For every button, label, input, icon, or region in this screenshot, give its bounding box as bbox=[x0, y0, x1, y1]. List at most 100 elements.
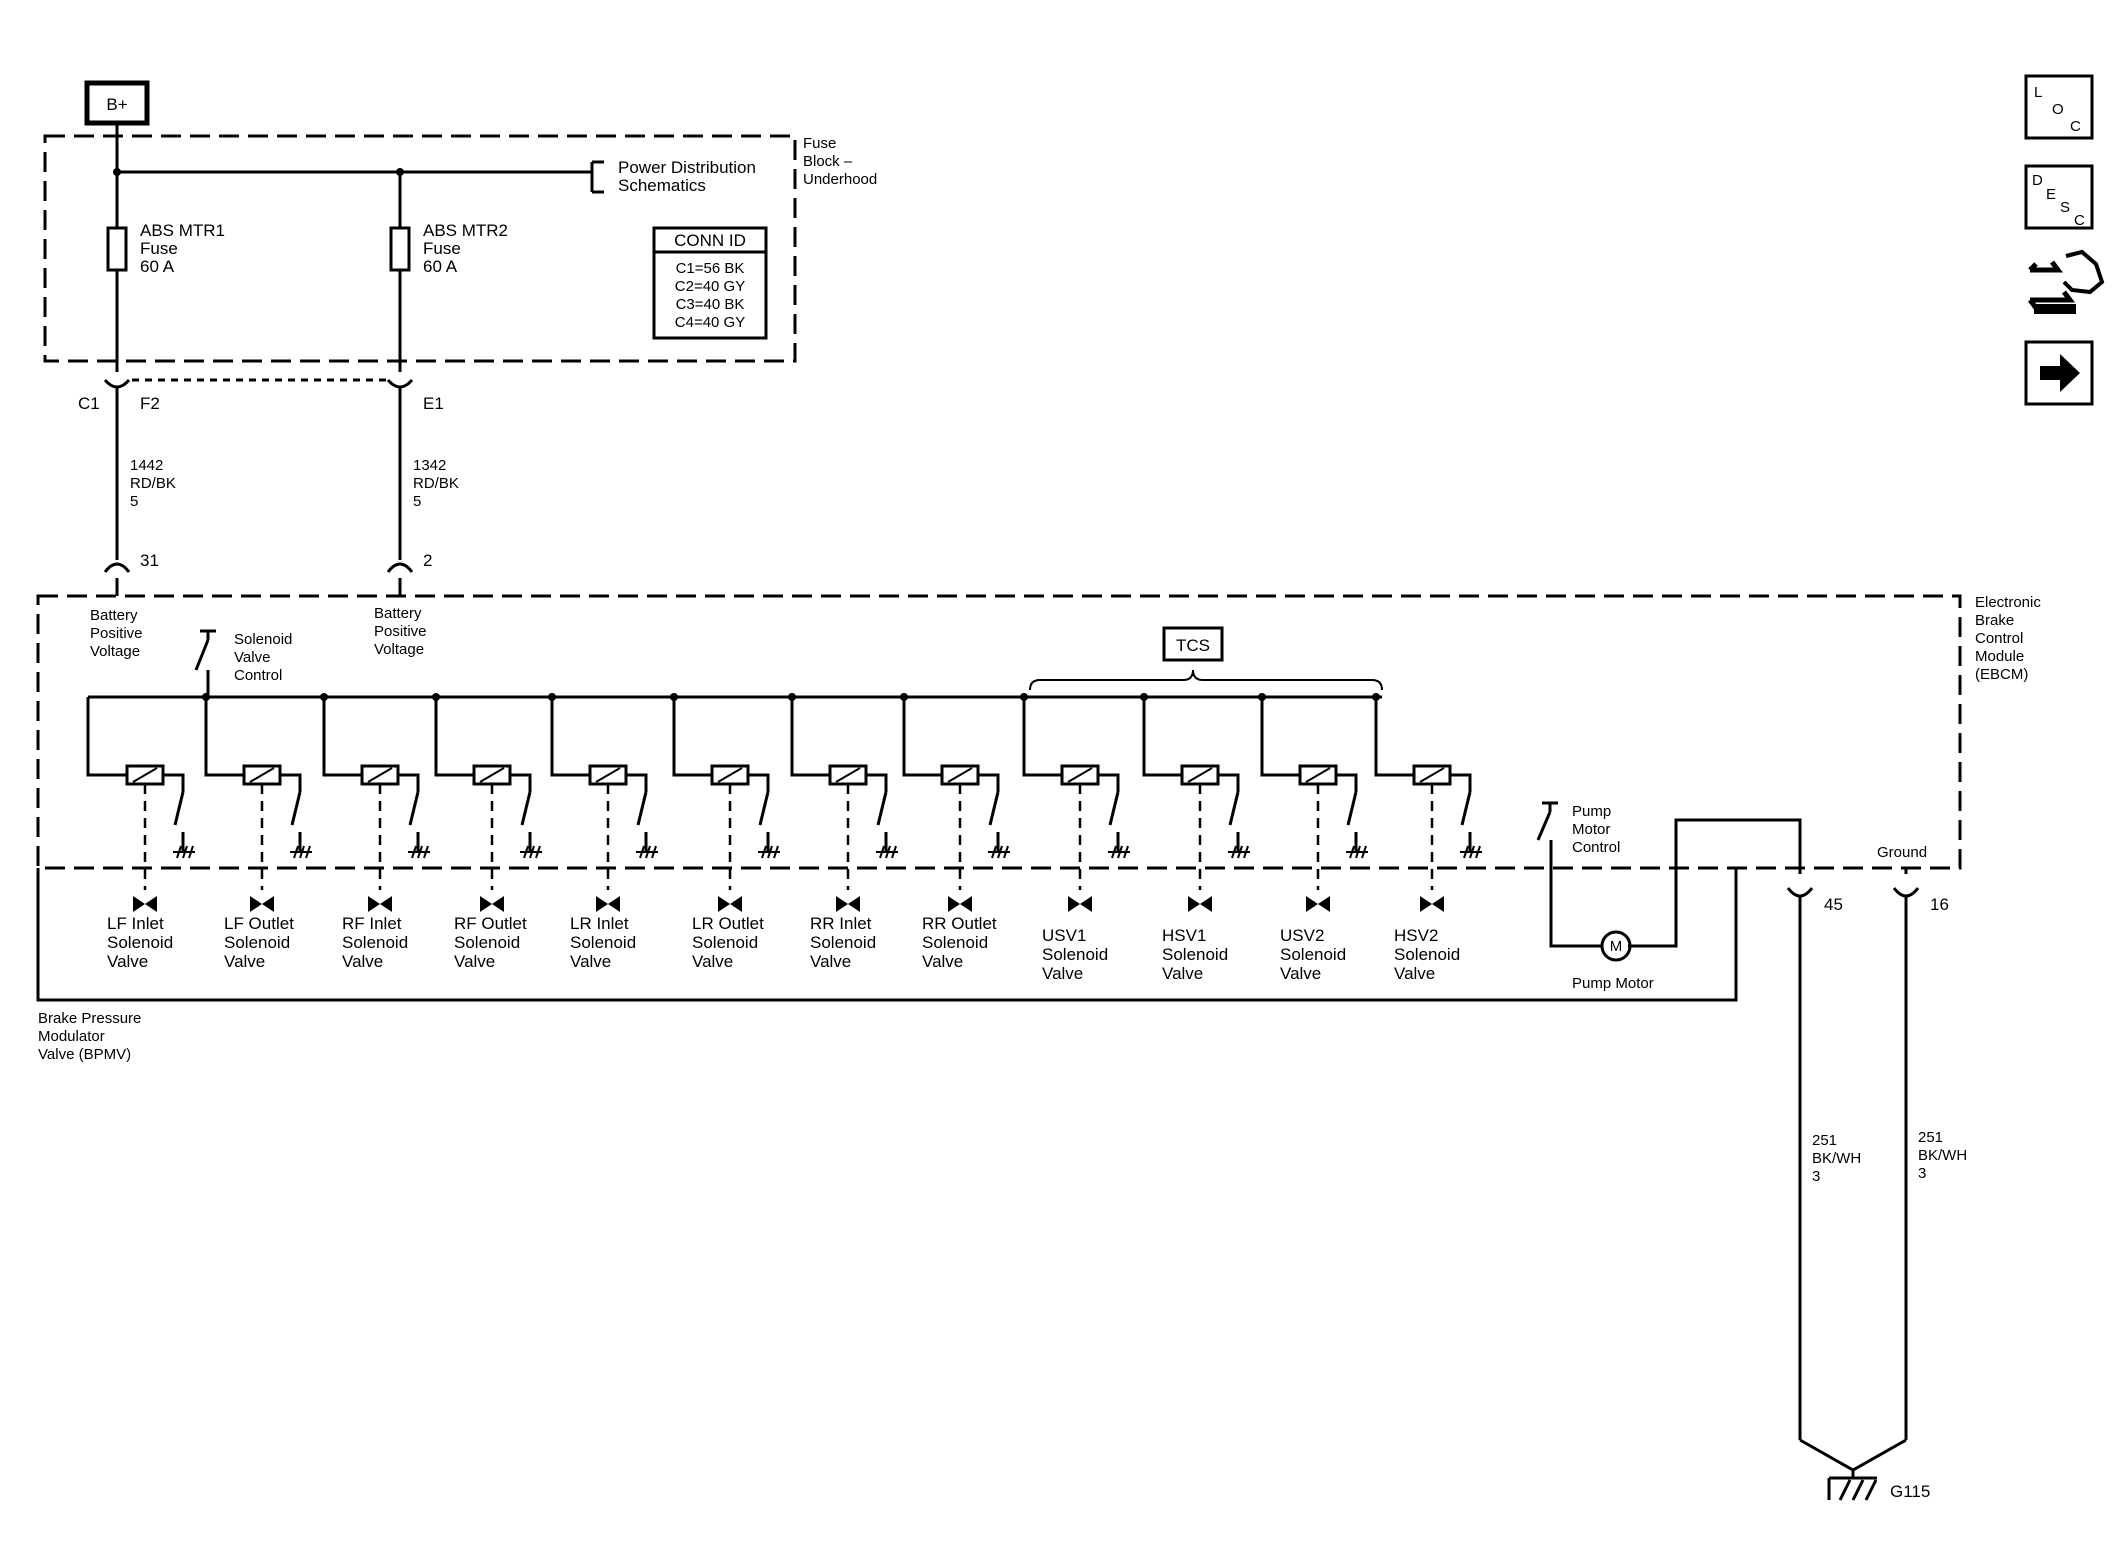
ebcm-pin-2-label: 2 bbox=[423, 551, 432, 570]
valve-label: Solenoid bbox=[107, 933, 173, 952]
svg-text:5: 5 bbox=[413, 493, 421, 510]
valve-label: USV1 bbox=[1042, 926, 1086, 945]
svg-text:Power Distribution: Power Distribution bbox=[618, 158, 756, 177]
wire-251-label-2: 251 BK/WH 3 bbox=[1918, 1129, 1967, 1182]
svg-text:Control: Control bbox=[234, 667, 282, 684]
svg-text:O: O bbox=[2052, 101, 2064, 118]
svg-text:Fuse: Fuse bbox=[140, 239, 178, 258]
valve-label: Valve bbox=[692, 952, 733, 971]
ebcm-pin-16-label: 16 bbox=[1930, 895, 1949, 914]
solenoid-channel bbox=[202, 693, 312, 890]
ground-g115-label: G115 bbox=[1890, 1482, 1930, 1501]
valve-label: Solenoid bbox=[922, 933, 988, 952]
valve-label: Solenoid bbox=[224, 933, 290, 952]
valve-label: Solenoid bbox=[810, 933, 876, 952]
ebcm-label: Electronic Brake Control Module (EBCM) bbox=[1975, 594, 2041, 683]
fuse-abs-mtr2-label: ABS MTR2 Fuse 60 A bbox=[423, 221, 508, 276]
svg-text:C3=40 BK: C3=40 BK bbox=[676, 296, 745, 313]
fuse-block-label: Fuse Block – Underhood bbox=[803, 135, 877, 188]
svg-text:E: E bbox=[2046, 186, 2056, 203]
solenoid-channel bbox=[548, 693, 658, 890]
valve-label: RR Outlet bbox=[922, 914, 997, 933]
svg-text:Underhood: Underhood bbox=[803, 171, 877, 188]
location-icon[interactable]: L O C bbox=[2024, 74, 2094, 140]
solenoid-channel bbox=[788, 693, 898, 890]
battery-voltage-label-1: Battery Positive Voltage bbox=[90, 607, 143, 660]
valve-label: Valve bbox=[224, 952, 265, 971]
ground-g115-symbol bbox=[1827, 1476, 1878, 1501]
valve-label: Valve bbox=[107, 952, 148, 971]
solenoid-channel bbox=[86, 697, 195, 890]
description-icon[interactable]: D E S C bbox=[2024, 164, 2094, 230]
valve-label: Valve bbox=[1394, 964, 1435, 983]
svg-text:C: C bbox=[2070, 118, 2081, 135]
valve-label: LR Outlet bbox=[692, 914, 764, 933]
svg-text:251: 251 bbox=[1812, 1132, 1837, 1149]
valve-label: Solenoid bbox=[1280, 945, 1346, 964]
svg-text:Fuse: Fuse bbox=[423, 239, 461, 258]
svg-text:Module: Module bbox=[1975, 648, 2024, 665]
wire-1442-label: 1442 RD/BK 5 bbox=[130, 457, 176, 510]
svg-text:C4=40 GY: C4=40 GY bbox=[675, 314, 745, 331]
solenoid-channel bbox=[320, 693, 430, 890]
valve-label: Valve bbox=[342, 952, 383, 971]
right-arrow-icon[interactable] bbox=[2024, 340, 2094, 406]
svg-text:3: 3 bbox=[1812, 1168, 1820, 1185]
valve-label: Solenoid bbox=[1042, 945, 1108, 964]
wrench-hand-icon[interactable] bbox=[2028, 249, 2105, 314]
ebcm-pin-45-connector bbox=[1786, 887, 1814, 898]
ebcm-pin-16-connector bbox=[1892, 887, 1920, 898]
valve-label: Valve bbox=[570, 952, 611, 971]
connector-c1-f2 bbox=[103, 378, 131, 389]
valve-label: Valve bbox=[1162, 964, 1203, 983]
valve-label: Valve bbox=[922, 952, 963, 971]
solenoid-channel bbox=[1020, 693, 1130, 890]
svg-text:D: D bbox=[2032, 172, 2043, 189]
valve-label: Solenoid bbox=[570, 933, 636, 952]
solenoid-channel bbox=[432, 693, 542, 890]
svg-text:RD/BK: RD/BK bbox=[413, 475, 459, 492]
connector-c1-label: C1 bbox=[78, 394, 100, 413]
battery-voltage-label-2: Battery Positive Voltage bbox=[374, 605, 427, 658]
fuse-abs-mtr1-label: ABS MTR1 Fuse 60 A bbox=[140, 221, 225, 276]
pump-motor-label: Pump Motor bbox=[1572, 975, 1654, 992]
svg-text:BK/WH: BK/WH bbox=[1812, 1150, 1861, 1167]
power-distribution-reference[interactable]: Power Distribution Schematics bbox=[618, 158, 756, 195]
fuse-abs-mtr2 bbox=[389, 226, 411, 272]
tcs-bracket bbox=[1029, 669, 1383, 691]
valve-label: Valve bbox=[454, 952, 495, 971]
ebcm-pin-45-label: 45 bbox=[1824, 895, 1843, 914]
svg-text:Modulator: Modulator bbox=[38, 1028, 105, 1045]
fuse-block-outline bbox=[43, 134, 797, 363]
svg-text:Valve: Valve bbox=[234, 649, 270, 666]
svg-text:(EBCM): (EBCM) bbox=[1975, 666, 2028, 683]
valve-label: LF Outlet bbox=[224, 914, 294, 933]
svg-text:ABS MTR1: ABS MTR1 bbox=[140, 221, 225, 240]
svg-text:Voltage: Voltage bbox=[374, 641, 424, 658]
svg-text:ABS MTR2: ABS MTR2 bbox=[423, 221, 508, 240]
fuse-abs-mtr1 bbox=[106, 226, 128, 272]
svg-text:C2=40 GY: C2=40 GY bbox=[675, 278, 745, 295]
valve-label: RF Outlet bbox=[454, 914, 527, 933]
valve-label: Solenoid bbox=[1394, 945, 1460, 964]
svg-text:Schematics: Schematics bbox=[618, 176, 706, 195]
wire-251-label-1: 251 BK/WH 3 bbox=[1812, 1132, 1861, 1185]
solenoid-drivers bbox=[86, 670, 1482, 890]
valve-label: HSV2 bbox=[1394, 926, 1438, 945]
svg-text:Battery: Battery bbox=[374, 605, 422, 622]
svg-text:60 A: 60 A bbox=[140, 257, 175, 276]
solenoid-channel bbox=[1372, 693, 1482, 890]
svg-text:60 A: 60 A bbox=[423, 257, 458, 276]
ebcm-pin-31-connector bbox=[103, 562, 131, 573]
svg-text:251: 251 bbox=[1918, 1129, 1943, 1146]
solenoid-valve-control-switch bbox=[194, 629, 216, 671]
svg-text:Brake: Brake bbox=[1975, 612, 2014, 629]
connector-e1 bbox=[386, 378, 414, 389]
